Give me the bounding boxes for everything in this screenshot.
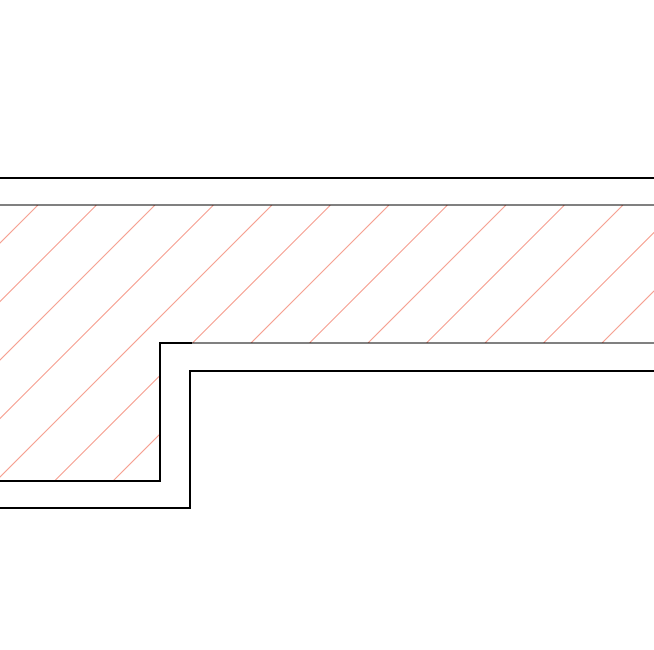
hatch-line xyxy=(511,205,654,481)
hatch-line xyxy=(394,205,654,481)
hatch-line xyxy=(0,205,152,481)
hatch-line xyxy=(0,205,269,481)
hatch-line xyxy=(43,205,445,481)
hatch-line xyxy=(160,205,562,481)
hatch-lower-boundary xyxy=(0,342,192,482)
hatch-line xyxy=(0,205,386,481)
hatch-line xyxy=(453,205,654,481)
hatch-line xyxy=(219,205,620,481)
hatch-line xyxy=(0,205,35,481)
hatched-region xyxy=(0,205,654,481)
hatch-line xyxy=(628,205,654,481)
hatch-line xyxy=(277,205,654,481)
hatch-line xyxy=(0,205,94,481)
hatch-line xyxy=(0,205,211,481)
hatch-line xyxy=(0,205,328,481)
bottom-step-outline xyxy=(0,370,654,509)
hatch-line xyxy=(570,205,654,481)
hatch-line xyxy=(102,205,503,481)
